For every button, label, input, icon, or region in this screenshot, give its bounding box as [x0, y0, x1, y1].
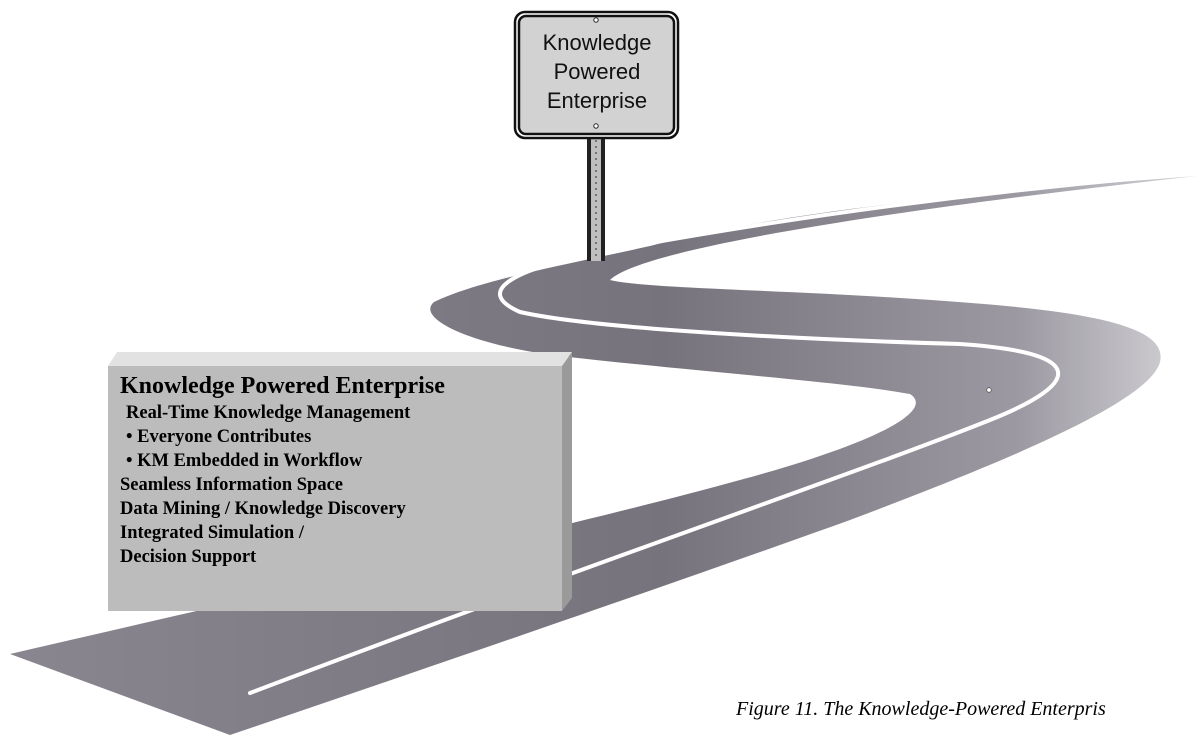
figure-caption: Figure 11. The Knowledge-Powered Enterpr… — [736, 698, 1106, 720]
billboard-item: Real-Time Knowledge Management — [126, 403, 411, 423]
billboard-title: Knowledge Powered Enterprise — [120, 373, 445, 399]
billboard-side — [562, 352, 572, 611]
road-marker — [986, 387, 992, 393]
sign-line: Knowledge — [542, 30, 652, 55]
lane-line — [248, 176, 1142, 695]
billboard-top — [108, 352, 572, 366]
billboard-item: • Everyone Contributes — [126, 427, 312, 447]
billboard-item: Decision Support — [120, 547, 257, 567]
billboard — [108, 366, 562, 611]
billboard-text: Knowledge Powered Enterprise Real-Time K… — [120, 371, 560, 569]
billboard-item: • KM Embedded in Workflow — [126, 451, 363, 471]
billboard-item: Seamless Information Space — [120, 475, 344, 495]
billboard-item: Integrated Simulation / — [120, 523, 304, 543]
sign-text: Knowledge Powered Enterprise — [519, 28, 675, 115]
sign-line: Powered — [553, 59, 641, 84]
sign-bolt-top — [593, 17, 599, 23]
sign-line: Enterprise — [546, 88, 648, 113]
sign-bolt-bottom — [593, 123, 599, 129]
billboard-item: Data Mining / Knowledge Discovery — [120, 499, 406, 519]
